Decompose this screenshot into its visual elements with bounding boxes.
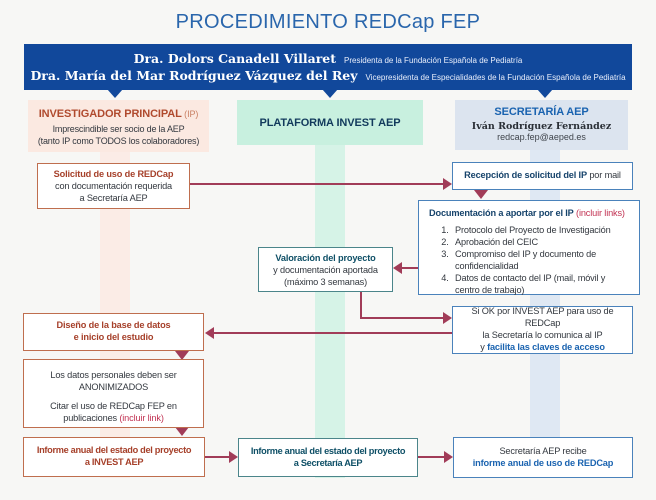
- arrow-recepcion-to-documentacion: [474, 190, 488, 199]
- arrow-informe-invest-to-secretaria-head: [229, 451, 238, 463]
- box-line: ANONIMIZADOS: [78, 381, 149, 392]
- box-si-ok-invest-aep: Si OK por INVEST AEP para uso de REDCap …: [452, 306, 633, 354]
- list-item: Aprobación del CEIC: [451, 237, 631, 249]
- column-note: Imprescindible ser socio de la AEP (tant…: [28, 123, 209, 147]
- contact-name: Iván Rodríguez Fernández: [471, 121, 612, 132]
- banner-pointer-plataforma: [322, 89, 338, 98]
- box-line: Si OK por INVEST AEP para uso de REDCap: [471, 306, 614, 329]
- person-name: Dra. María del Mar Rodríguez Vázquez del…: [30, 68, 358, 83]
- claves-acceso-text: facilita las claves de acceso: [487, 341, 605, 352]
- column-header-investigador-principal: INVESTIGADOR PRINCIPAL (IP) Imprescindib…: [28, 100, 209, 152]
- documentacion-list: Protocolo del Proyecto de Investigación …: [429, 225, 631, 297]
- ip-suffix: (IP): [181, 109, 199, 119]
- incluir-link-note: (incluir link): [119, 412, 164, 423]
- arrow-informe-invest-to-secretaria-line: [205, 456, 230, 458]
- box-title: Valoración del proyecto: [275, 253, 376, 263]
- box-line: (máximo 3 semanas): [283, 276, 368, 287]
- box-line: Secretaría AEP recibe: [499, 445, 587, 456]
- arrow-siok-to-diseno-line: [214, 332, 452, 334]
- column-title: PLATAFORMA INVEST AEP: [259, 116, 401, 129]
- box-text: y: [480, 341, 488, 352]
- arrow-solicitud-to-recepcion-head: [443, 178, 452, 190]
- list-item: Compromiso del IP y documento de confide…: [451, 249, 631, 273]
- person-name: Dra. Dolors Canadell Villaret: [133, 51, 337, 66]
- column-title: INVESTIGADOR PRINCIPAL (IP): [28, 108, 209, 120]
- arrow-documentacion-to-valoracion-head: [393, 262, 402, 274]
- box-title: Diseño de la base de datos: [56, 320, 171, 331]
- box-line: publicaciones (incluir link): [24, 413, 203, 425]
- arrow-informe-secretaria-to-recibe-line: [418, 456, 444, 458]
- column-title-text: INVESTIGADOR PRINCIPAL: [38, 108, 182, 120]
- box-line: y documentación aportada: [273, 264, 378, 275]
- box-diseno-base-datos: Diseño de la base de datos e inicio del …: [23, 313, 204, 351]
- box-informe-anual-secretaria: Informe anual del estado del proyecto a …: [238, 438, 418, 477]
- arrow-anonimizados-to-informe: [175, 427, 189, 436]
- box-recepcion-solicitud: Recepción de solicitud del IP por mail: [452, 162, 633, 190]
- arrow-diseno-to-anonimizados: [175, 351, 189, 360]
- arrow-solicitud-to-recepcion-line: [190, 183, 445, 185]
- banner-pointer-ip: [107, 89, 123, 98]
- box-line: la Secretaría lo comunica al IP: [482, 330, 603, 340]
- arrow-informe-secretaria-to-recibe-head: [444, 451, 453, 463]
- column-header-secretaria-aep: SECRETARÍA AEP Iván Rodríguez Fernández …: [455, 100, 628, 150]
- box-line: Los datos personales deben ser: [50, 370, 177, 380]
- column-header-plataforma-invest-aep: PLATAFORMA INVEST AEP: [237, 100, 423, 145]
- list-item: Protocolo del Proyecto de Investigación: [451, 225, 631, 237]
- box-line: Recepción de solicitud del IP por mail: [453, 170, 632, 182]
- column-stripe-plataforma: [315, 145, 345, 478]
- arrow-valoracion-to-siok-vertical: [360, 292, 362, 318]
- box-title: Documentación a aportar por el IP: [429, 208, 574, 218]
- box-line: Citar el uso de REDCap FEP en: [50, 400, 177, 411]
- column-title: SECRETARÍA AEP: [494, 106, 589, 118]
- box-secretaria-recibe-informe: Secretaría AEP recibe informe anual de u…: [453, 437, 633, 478]
- arrow-siok-to-diseno-head: [205, 327, 214, 339]
- arrow-documentacion-to-valoracion-line: [402, 267, 418, 269]
- box-title-line2: e inicio del estudio: [73, 332, 154, 342]
- banner-person-2: Dra. María del Mar Rodríguez Vázquez del…: [30, 68, 625, 83]
- box-title: Informe anual del estado del proyecto: [250, 445, 406, 456]
- box-title: Informe anual del estado del proyecto: [36, 445, 192, 456]
- arrow-valoracion-to-siok-horizontal: [360, 317, 443, 319]
- box-valoracion-proyecto: Valoración del proyecto y documentación …: [258, 247, 393, 292]
- box-datos-anonimizados: Los datos personales deben ser ANONIMIZA…: [23, 359, 204, 428]
- box-line: a Secretaría AEP: [79, 192, 148, 203]
- box-title: Recepción de solicitud del IP: [464, 170, 587, 181]
- contact-email: redcap.fep@aeped.es: [497, 132, 586, 142]
- box-documentacion-aportar: Documentación a aportar por el IP (inclu…: [418, 200, 640, 295]
- note-line-2: (tanto IP como TODOS los colaboradores): [37, 136, 200, 147]
- banner-pointer-secretaria: [537, 89, 553, 98]
- box-informe-anual-invest: Informe anual del estado del proyecto a …: [23, 437, 205, 477]
- note-line-1: Imprescindible ser socio de la AEP: [52, 124, 185, 134]
- incluir-links-note: (incluir links): [573, 208, 625, 218]
- person-role: Vicepresidenta de Especialidades de la F…: [365, 73, 626, 82]
- banner-person-1: Dra. Dolors Canadell Villaret Presidenta…: [134, 51, 523, 66]
- box-solicitud-uso-redcap: Solicitud de uso de REDCap con documenta…: [37, 163, 190, 209]
- arrow-valoracion-to-siok-head: [443, 312, 452, 324]
- box-title-line2: a Secretaría AEP: [293, 457, 363, 468]
- box-title-line2: a INVEST AEP: [84, 457, 144, 467]
- box-heading: Documentación a aportar por el IP (inclu…: [429, 208, 631, 220]
- page-title: PROCEDIMIENTO REDCap FEP: [175, 11, 481, 33]
- box-text: por mail: [586, 170, 621, 181]
- header-banner: Dra. Dolors Canadell Villaret Presidenta…: [24, 44, 632, 90]
- list-item: Datos de contacto del IP (mail, móvil y …: [451, 273, 631, 297]
- box-title: Solicitud de uso de REDCap: [53, 169, 174, 179]
- box-line: con documentación requerida: [55, 180, 172, 191]
- box-title: informe anual de uso de REDCap: [472, 457, 614, 468]
- box-text: publicaciones: [63, 412, 120, 423]
- box-line: y facilita las claves de acceso: [453, 342, 632, 354]
- person-role: Presidenta de la Fundación Española de P…: [344, 56, 523, 65]
